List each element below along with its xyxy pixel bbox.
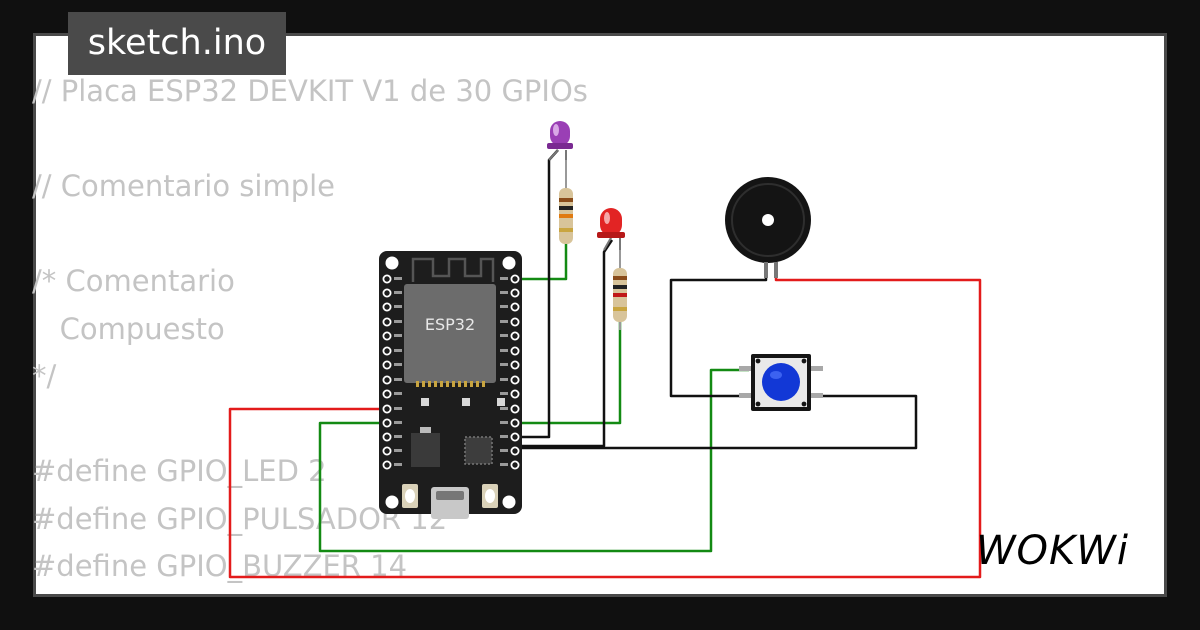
simulation-canvas[interactable] [36,36,1164,594]
buzzer-icon [725,177,811,278]
led-icon [597,208,625,251]
wokwi-logo: WOKWi [976,528,1129,574]
code-line: */ [32,359,57,393]
wire-black-button [515,394,918,450]
frame-bottom-edge [33,594,1167,597]
code-preview: // Placa ESP32 DEVKIT V1 de 30 GPIOs // … [32,68,588,591]
code-line: /* Comentario [32,264,235,298]
bottom-border [0,594,1200,630]
file-tab[interactable]: sketch.ino [68,12,286,75]
resistor-icon [613,250,627,330]
code-line: Compuesto [32,311,225,346]
wire-red-buzzer [228,262,982,579]
esp32-board-icon [379,251,522,519]
code-line: #define GPIO_LED 2 [32,454,327,488]
code-line: // Comentario simple [32,169,336,203]
code-line: #define GPIO_PULSADOR 12 [32,501,448,536]
resistor-icon [559,160,573,244]
wire-green-button [318,368,749,553]
led-icon [547,121,573,161]
wire-green-led1 [515,230,568,281]
esp32-chip-label: ESP32 [425,315,475,334]
code-line: // Placa ESP32 DEVKIT V1 de 30 GPIOs [32,74,588,108]
wire-black-led2 [515,239,614,448]
pushbutton-icon [739,354,823,411]
